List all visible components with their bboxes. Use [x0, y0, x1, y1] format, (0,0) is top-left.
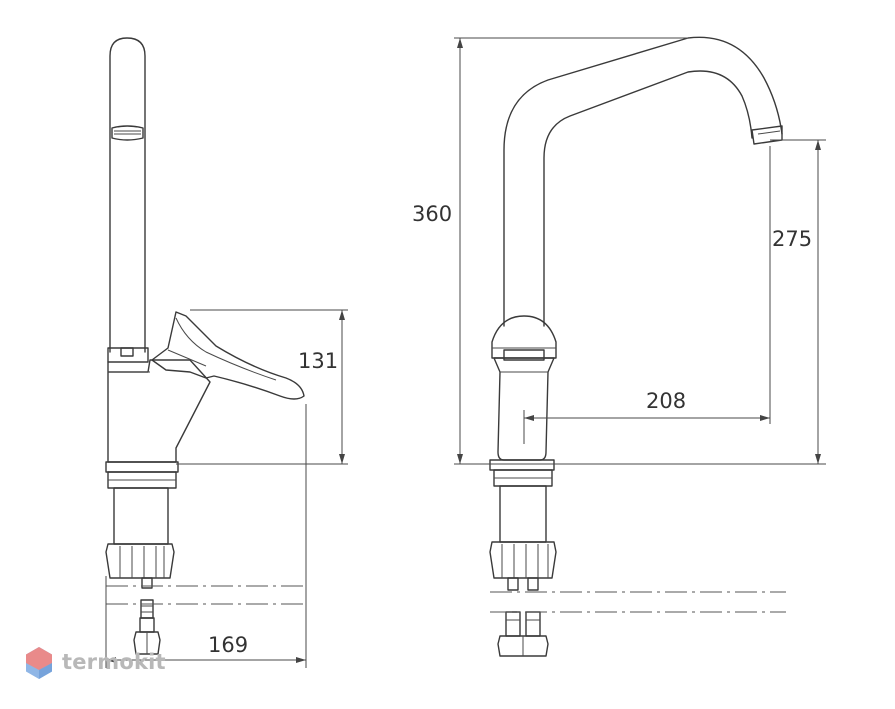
front-threaded-shank — [499, 485, 547, 543]
brand-watermark-text: termokit — [62, 650, 166, 674]
side-spout-tube — [109, 37, 146, 353]
front-body — [493, 357, 555, 461]
front-spout-inner — [543, 70, 753, 327]
dim-total-height-label: 360 — [412, 202, 452, 226]
dim-spout-height-label: 275 — [772, 227, 812, 251]
dim-spout-reach-front-label: 208 — [646, 389, 686, 413]
front-spout-collar — [491, 315, 557, 359]
side-view: 131 169 — [105, 37, 348, 668]
dim-spout-reach-side-label: 169 — [208, 633, 248, 657]
side-spout-collar — [107, 347, 149, 363]
front-aerator — [751, 125, 783, 145]
side-fixing-nut — [105, 543, 175, 579]
front-spout-outer — [503, 36, 783, 327]
front-supply-hose-right — [527, 577, 539, 591]
dim-lever-height-label: 131 — [298, 349, 338, 373]
side-lever-handle — [151, 311, 305, 400]
side-body — [107, 359, 211, 463]
side-supply-hose — [141, 577, 153, 589]
side-hose-nut — [133, 631, 161, 655]
front-supply-hose-left — [507, 577, 519, 591]
front-fixing-nut — [489, 541, 557, 579]
front-base-ring — [489, 459, 555, 471]
side-base-ring — [105, 461, 179, 473]
front-view: 360 275 208 — [412, 36, 826, 657]
side-threaded-shank — [113, 487, 169, 545]
front-hose-nuts — [497, 635, 549, 657]
side-aerator — [111, 125, 144, 141]
hexagon-logo-icon — [26, 647, 52, 679]
